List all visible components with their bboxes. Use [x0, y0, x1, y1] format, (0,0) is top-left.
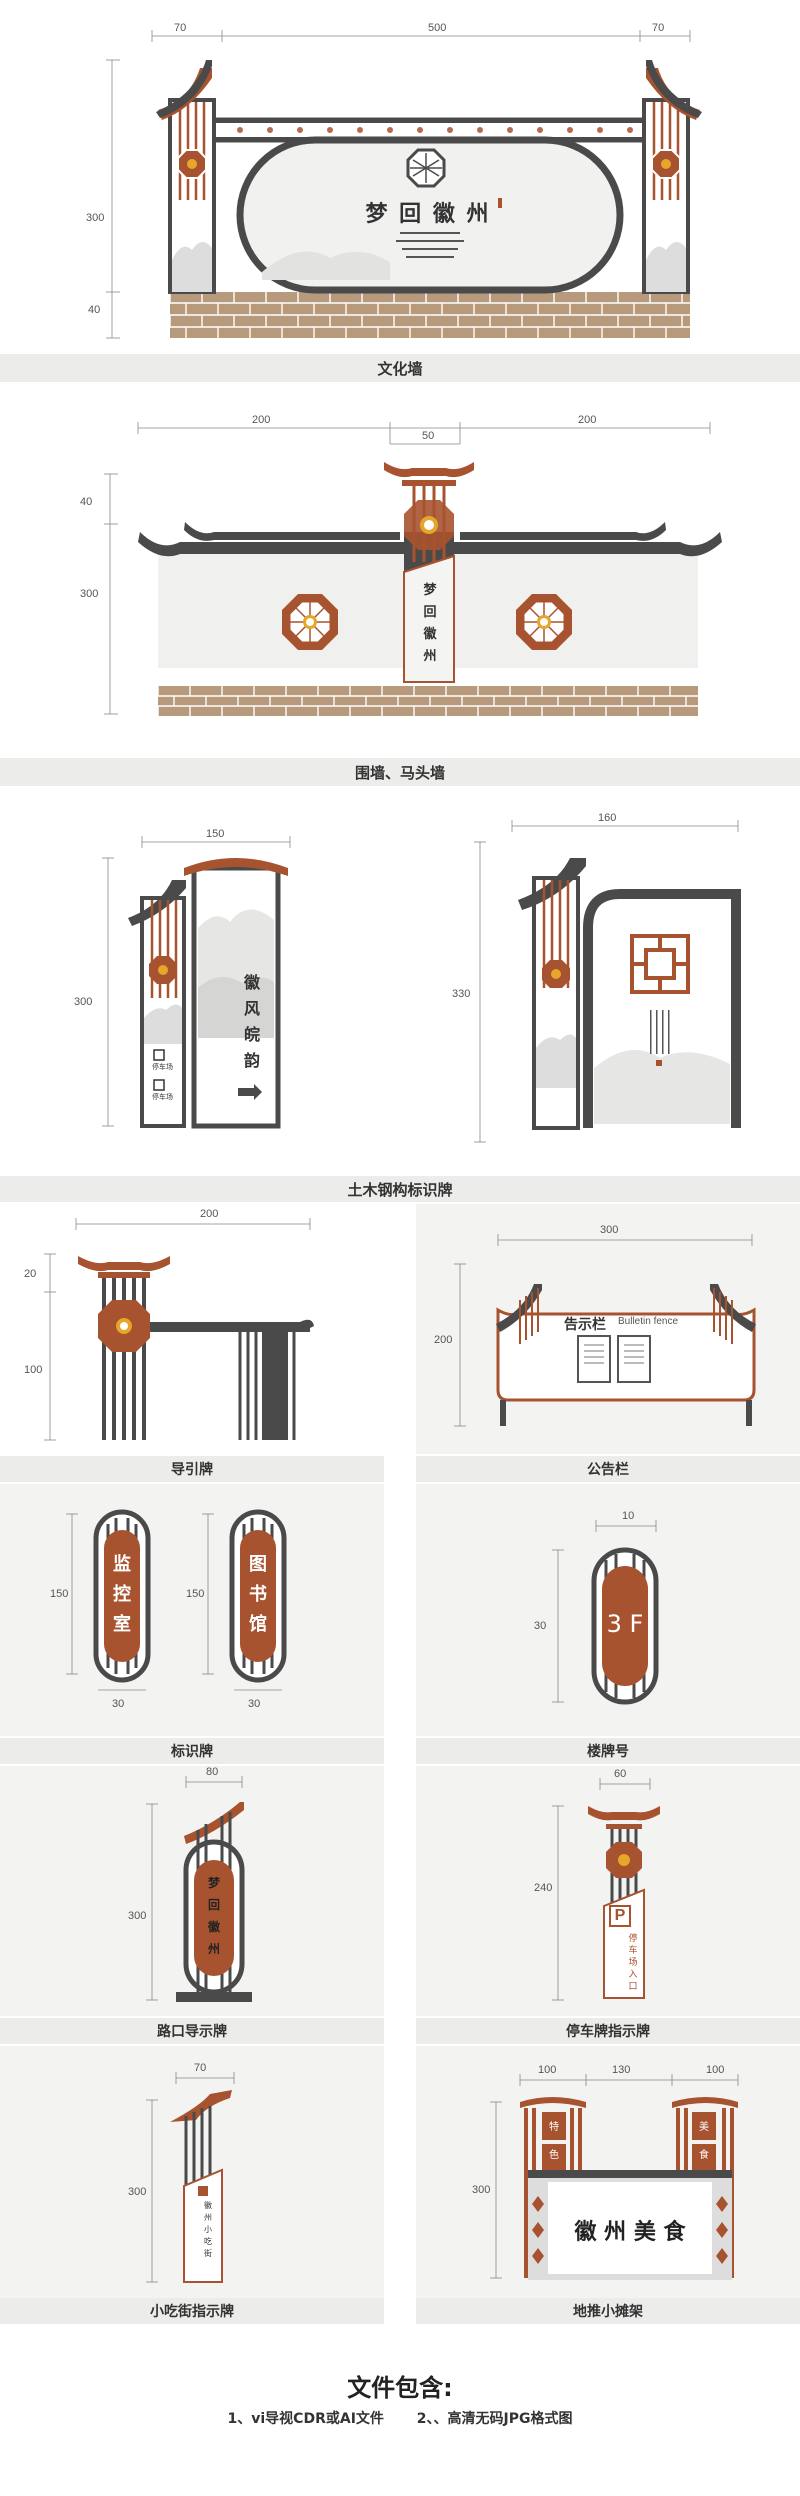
road-sign-label: 路口导示牌 — [0, 2018, 384, 2044]
id-sign-panel: 150 150 30 30 监 控 室 图 书 馆 — [0, 1484, 384, 1736]
guide-sign-label: 导引牌 — [0, 1456, 384, 1482]
stall-panel: 100 130 100 300 特色 美食 徽 州 美 食 — [416, 2046, 800, 2298]
steel-sign-label: 土木钢构标识牌 — [0, 1176, 800, 1202]
dim-top-mid: 500 — [428, 22, 447, 34]
footer-item-2: 2、、高清无码JPG格式图 — [416, 2411, 573, 2427]
snack-dim-width: 70 — [194, 2062, 207, 2074]
bulletin-title-cn: 告示栏 — [564, 1317, 606, 1333]
steel-sign-drawing — [102, 820, 741, 1143]
snack-sign-drawing — [146, 2072, 235, 2283]
dim-upper: 40 — [80, 496, 93, 508]
bulletin-label: 公告栏 — [416, 1456, 800, 1482]
snack-dim-height: 300 — [128, 2186, 147, 2198]
parking-sign-panel: 60 240 P 停车场入口 — [416, 1766, 800, 2016]
dim-side-base: 40 — [88, 304, 101, 316]
culture-wall-title: 梦 回 徽 州 — [365, 201, 491, 227]
floor-sign-panel: 10 30 3 F — [416, 1484, 800, 1736]
parking-dim-width: 60 — [614, 1768, 627, 1780]
guide-dim-width: 200 — [200, 1208, 219, 1220]
dim-side-height: 300 — [86, 212, 105, 224]
floor-dim-height: 30 — [534, 1620, 547, 1632]
dim-main: 300 — [80, 588, 99, 600]
right-dim-width: 160 — [598, 812, 617, 824]
snack-sign-label: 小吃街指示牌 — [0, 2298, 384, 2324]
dim-left: 200 — [252, 414, 271, 426]
id-sign2-text: 图 书 馆 — [249, 1554, 267, 1635]
bulletin-dim-width: 300 — [600, 1224, 619, 1236]
id-sign-drawing — [66, 1509, 287, 1691]
enclosure-wall-drawing — [104, 422, 722, 716]
stall-tag-left: 特色 — [549, 2122, 559, 2161]
culture-wall-drawing — [106, 30, 702, 339]
stall-dim-mid: 130 — [612, 2064, 631, 2076]
stall-dim-right: 100 — [706, 2064, 725, 2076]
stall-tag-right: 美食 — [699, 2122, 709, 2161]
dim-mid: 50 — [422, 430, 435, 442]
guide-sign-drawing — [44, 1218, 314, 1441]
enclosure-wall-section: 200 50 200 40 300 — [0, 382, 800, 756]
id-sign2-width: 30 — [248, 1698, 261, 1710]
stall-label: 地推小摊架 — [416, 2298, 800, 2324]
parking-sign-drawing — [552, 1778, 660, 2001]
bulletin-dim-height: 200 — [434, 1334, 453, 1346]
floor-sign-label: 楼牌号 — [416, 1738, 800, 1764]
bulletin-panel: 300 200 告示栏 Bulletin fence — [416, 1204, 800, 1454]
guide-dim-top: 20 — [24, 1268, 37, 1280]
road-dim-height: 300 — [128, 1910, 147, 1922]
guide-dim-height: 100 — [24, 1364, 43, 1376]
id-sign1-width: 30 — [112, 1698, 125, 1710]
footer-title: 文件包含: — [347, 2374, 453, 2402]
steel-left-icon2-label: 停车场 — [152, 1094, 173, 1101]
steel-left-text: 徽 风 皖 韵 — [243, 973, 260, 1070]
steel-left-icon1-label: 停车场 — [152, 1064, 173, 1071]
road-sign-text: 梦 回 徽 州 — [207, 1876, 220, 1956]
steel-sign-section: 150 300 160 330 — [0, 788, 800, 1174]
road-dim-width: 80 — [206, 1766, 219, 1778]
footer-item-1: 1、vi导视CDR或AI文件 — [227, 2411, 384, 2427]
dim-right: 200 — [578, 414, 597, 426]
id-sign1-text: 监 控 室 — [113, 1554, 131, 1635]
left-dim-width: 150 — [206, 828, 225, 840]
snack-sign-text: 徽州小吃街 — [204, 2201, 212, 2258]
road-sign-panel: 80 300 梦 回 徽 州 — [0, 1766, 384, 2016]
snack-sign-panel: 70 300 徽州小吃街 — [0, 2046, 384, 2298]
culture-wall-section: 70 500 70 300 40 — [0, 0, 800, 350]
bulletin-title-en: Bulletin fence — [618, 1316, 679, 1327]
enclosure-wall-label: 围墙、马头墙 — [0, 758, 800, 786]
stall-dim-left: 100 — [538, 2064, 557, 2076]
parking-sign-icon: P — [614, 1907, 626, 1924]
guide-sign-panel: 200 20 100 — [0, 1204, 384, 1454]
stall-dim-height: 300 — [472, 2184, 491, 2196]
enclosure-plaque-text: 梦 回 徽 州 — [423, 583, 437, 664]
parking-dim-height: 240 — [534, 1882, 553, 1894]
right-dim-height: 330 — [452, 988, 471, 1000]
road-sign-drawing — [146, 1776, 252, 2002]
stall-sign-text: 徽 州 美 食 — [574, 2219, 686, 2245]
footer-list: 1、vi导视CDR或AI文件 2、、高清无码JPG格式图 — [0, 2408, 800, 2428]
floor-dim-width: 10 — [622, 1510, 635, 1522]
parking-sign-label: 停车牌指示牌 — [416, 2018, 800, 2044]
dim-top-left: 70 — [174, 22, 187, 34]
floor-sign-drawing — [552, 1520, 659, 1705]
left-dim-height: 300 — [74, 996, 93, 1008]
bulletin-drawing — [454, 1234, 756, 1427]
parking-sign-text: 停车场入口 — [628, 1933, 638, 1991]
culture-wall-label: 文化墙 — [0, 354, 800, 382]
id-sign-label: 标识牌 — [0, 1738, 384, 1764]
id-sign2-height: 150 — [186, 1588, 205, 1600]
stall-drawing — [490, 2074, 739, 2280]
floor-sign-text: 3 F — [606, 1610, 644, 1638]
id-sign1-height: 150 — [50, 1588, 69, 1600]
dim-top-right: 70 — [652, 22, 665, 34]
